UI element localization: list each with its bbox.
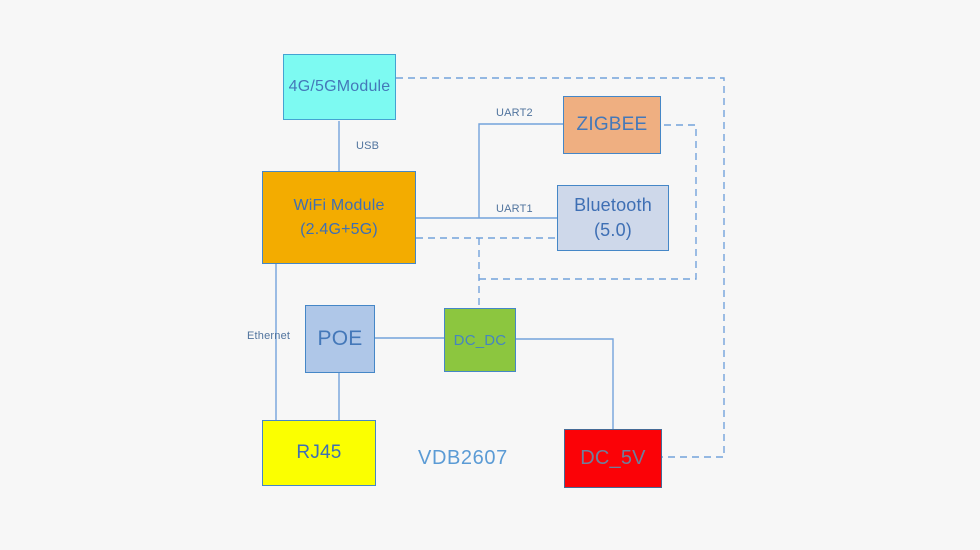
diagram-caption: VDB2607 [418, 447, 508, 469]
edge-label-uart1: UART1 [496, 203, 533, 215]
edge-label-ethernet: Ethernet [247, 330, 291, 342]
node-label: DC_5V [580, 447, 646, 469]
connector-power-dcdc-zigbee [479, 124, 697, 280]
edge-label-uart2: UART2 [496, 107, 533, 119]
node-label: RJ45 [296, 442, 342, 463]
node-label: Bluetooth [574, 194, 652, 215]
edge-label-usb: USB [356, 140, 380, 152]
connector-uart2 [478, 123, 563, 218]
node-wifi-module: WiFi Module (2.4G+5G) [262, 171, 416, 264]
node-label: (5.0) [593, 220, 632, 240]
node-label: WiFi Module [293, 197, 385, 215]
connector-dcdc-dc5v [516, 338, 614, 429]
node-rj45: RJ45 [262, 420, 376, 486]
node-bluetooth: Bluetooth (5.0) [557, 185, 669, 251]
node-dc-dc: DC_DC [444, 308, 516, 372]
node-label: 4G/5GModule [288, 78, 391, 95]
node-zigbee: ZIGBEE [563, 96, 661, 154]
connector-power-dc5v-4g5g [396, 77, 725, 458]
node-label: DC_DC [453, 331, 507, 349]
node-label: (2.4G+5G) [300, 220, 378, 238]
node-label: POE [317, 327, 363, 350]
node-poe: POE [305, 305, 375, 373]
node-label: ZIGBEE [576, 114, 648, 135]
node-dc-5v: DC_5V [564, 429, 662, 488]
node-4g5g-module: 4G/5GModule [283, 54, 396, 120]
